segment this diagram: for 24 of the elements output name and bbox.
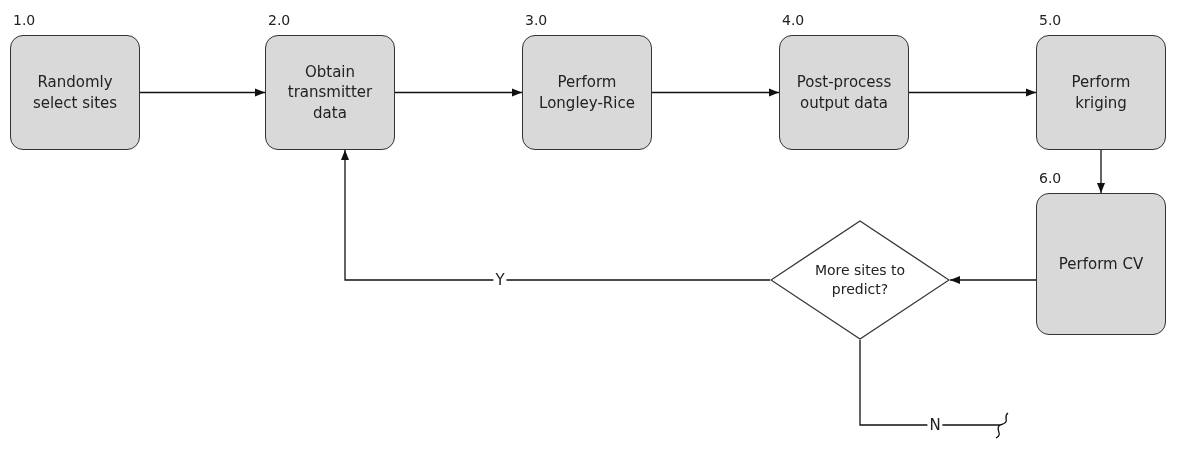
step-number: 1.0 bbox=[13, 12, 36, 28]
step-number: 5.0 bbox=[1039, 12, 1062, 28]
arrow bbox=[139, 88, 266, 97]
step-text: Post-process output data bbox=[795, 72, 893, 113]
arrow bbox=[908, 88, 1037, 97]
arrow bbox=[340, 149, 771, 281]
decision-diamond bbox=[770, 220, 950, 340]
arrow bbox=[651, 88, 780, 97]
step-text: Perform CV bbox=[1057, 253, 1145, 275]
step-number: 4.0 bbox=[782, 12, 805, 28]
step-text: Perform Longley-Rice bbox=[538, 72, 636, 113]
arrow bbox=[859, 339, 1009, 439]
step-number: 3.0 bbox=[525, 12, 548, 28]
step-text: Obtain transmitter data bbox=[286, 62, 374, 123]
step-number: 6.0 bbox=[1039, 170, 1062, 186]
edge-label: N bbox=[927, 417, 943, 433]
edge-label: Y bbox=[493, 272, 507, 288]
arrow bbox=[1096, 149, 1106, 194]
arrow bbox=[949, 275, 1037, 285]
arrow bbox=[394, 88, 523, 97]
step-text: Randomly select sites bbox=[31, 72, 119, 113]
step-number: 2.0 bbox=[268, 12, 291, 28]
decision-text: More sites to predict? bbox=[813, 261, 907, 299]
step-text: Perform kriging bbox=[1070, 72, 1132, 113]
